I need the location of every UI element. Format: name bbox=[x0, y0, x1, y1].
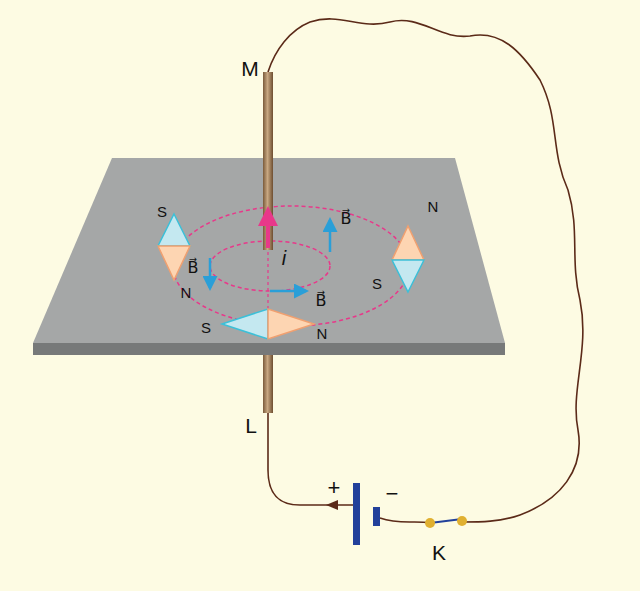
pole-label: N bbox=[428, 199, 439, 214]
current-arrow bbox=[326, 500, 338, 510]
pole-label: S bbox=[201, 320, 211, 335]
field-label: B⃗ bbox=[341, 211, 352, 227]
compass-needle bbox=[158, 246, 190, 280]
field-label: B⃗ bbox=[188, 260, 199, 276]
field-arrow bbox=[329, 220, 332, 252]
compass-needle bbox=[268, 309, 314, 339]
current-label: i bbox=[282, 248, 286, 268]
field-line bbox=[173, 206, 409, 326]
switch-label: K bbox=[432, 542, 446, 563]
wire-rod bbox=[263, 350, 273, 413]
wire-rod bbox=[263, 72, 273, 250]
field-arrow bbox=[209, 258, 212, 288]
pole-label: S bbox=[157, 204, 167, 219]
wire bbox=[268, 412, 357, 505]
compass-needle bbox=[392, 260, 424, 292]
compass-needle bbox=[392, 226, 424, 260]
pole-label: N bbox=[317, 326, 328, 341]
battery-plate bbox=[353, 483, 360, 545]
terminal-sign: − bbox=[386, 483, 399, 505]
point-label: M bbox=[241, 58, 259, 79]
field-arrow bbox=[270, 290, 306, 293]
pole-label: N bbox=[181, 285, 192, 300]
pole-label: S bbox=[372, 276, 382, 291]
compass-needle bbox=[222, 309, 268, 339]
terminal-sign: + bbox=[328, 477, 341, 499]
switch-contact bbox=[425, 518, 435, 528]
switch-contact bbox=[457, 516, 467, 526]
compass-needle bbox=[158, 214, 190, 246]
point-label: L bbox=[245, 415, 257, 436]
current-arrow bbox=[266, 210, 270, 248]
battery-plate bbox=[373, 507, 380, 526]
plate-edge bbox=[33, 343, 505, 355]
field-label: B⃗ bbox=[316, 293, 327, 309]
wire bbox=[380, 518, 430, 523]
